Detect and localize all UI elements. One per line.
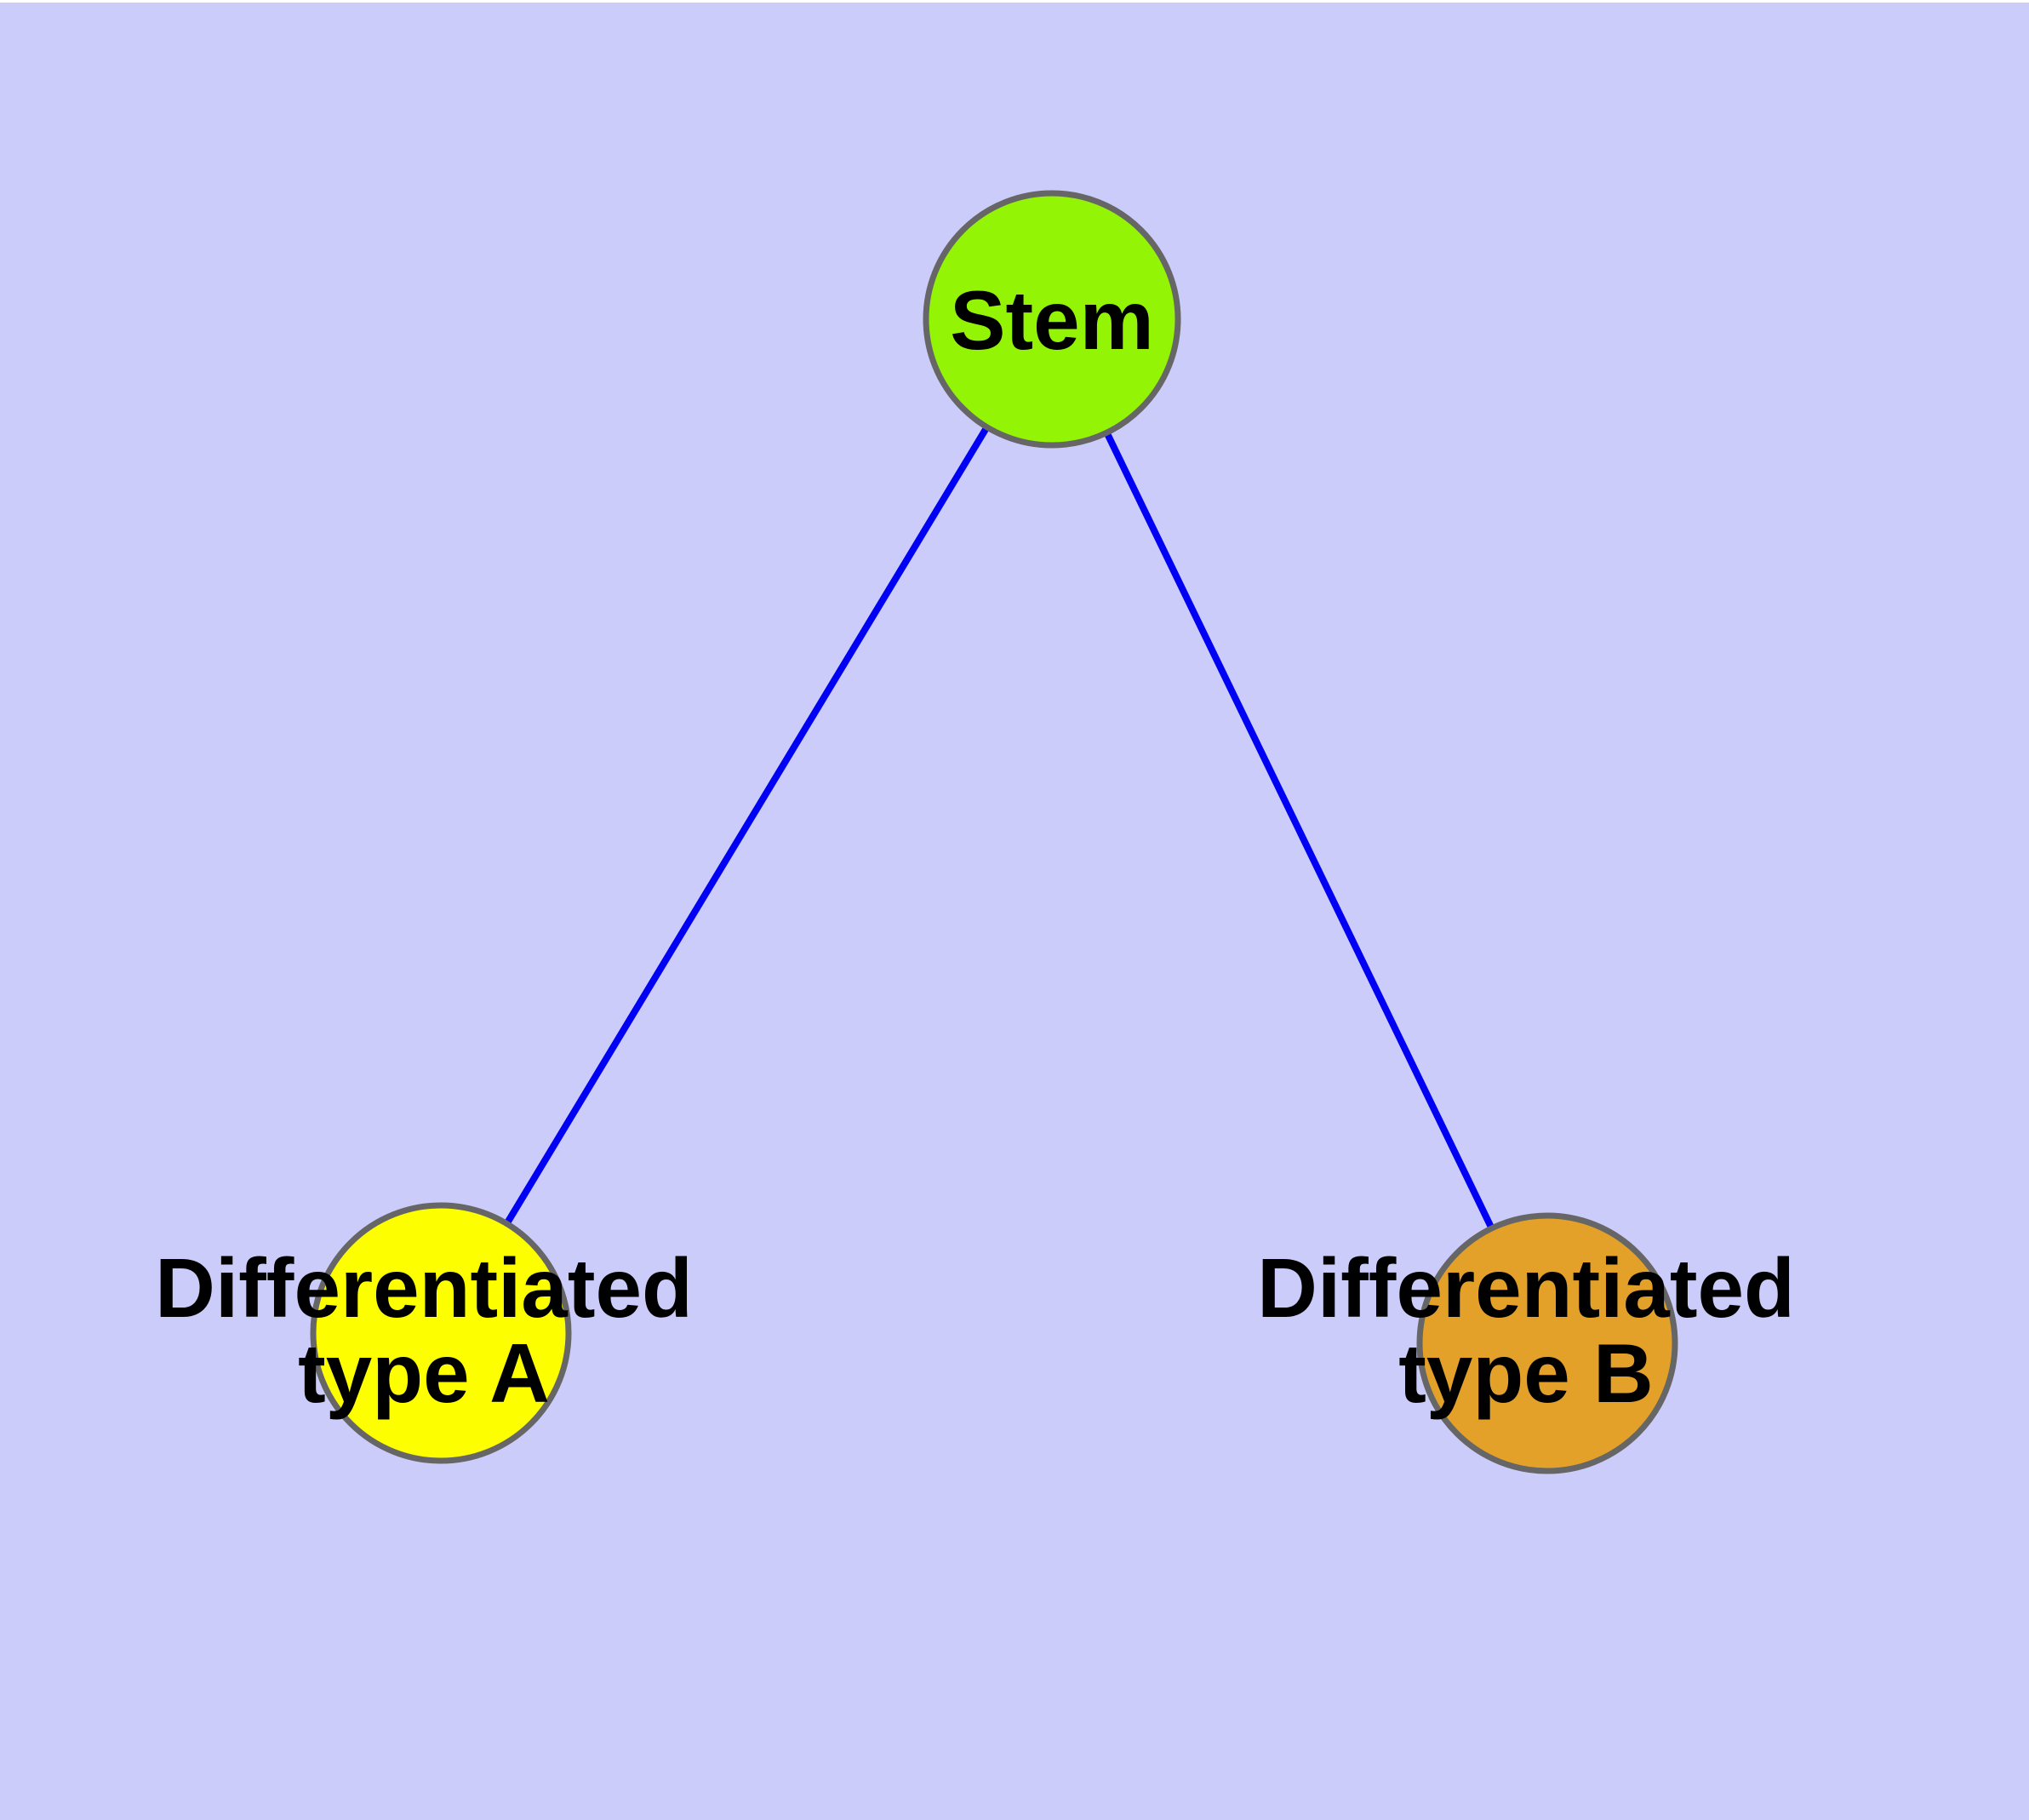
edges-layer [437,317,1551,1345]
graph-node-diff_a[interactable] [310,1202,572,1464]
graph-node-label-stem: Stem [950,273,1154,367]
label-line: type A [298,1326,550,1420]
label-line: type B [1398,1326,1654,1420]
graph-node-stem[interactable] [923,190,1181,449]
label-line: Differentiated [155,1241,693,1335]
graph-node-diff_b[interactable] [1416,1212,1678,1474]
label-line: Differentiated [1257,1241,1795,1335]
label-line: Stem [950,273,1154,367]
graph-edge-stem-to-b[interactable] [1049,318,1551,1345]
graph-edge-stem-to-a[interactable] [437,317,1055,1336]
nodes-layer [310,190,1678,1474]
